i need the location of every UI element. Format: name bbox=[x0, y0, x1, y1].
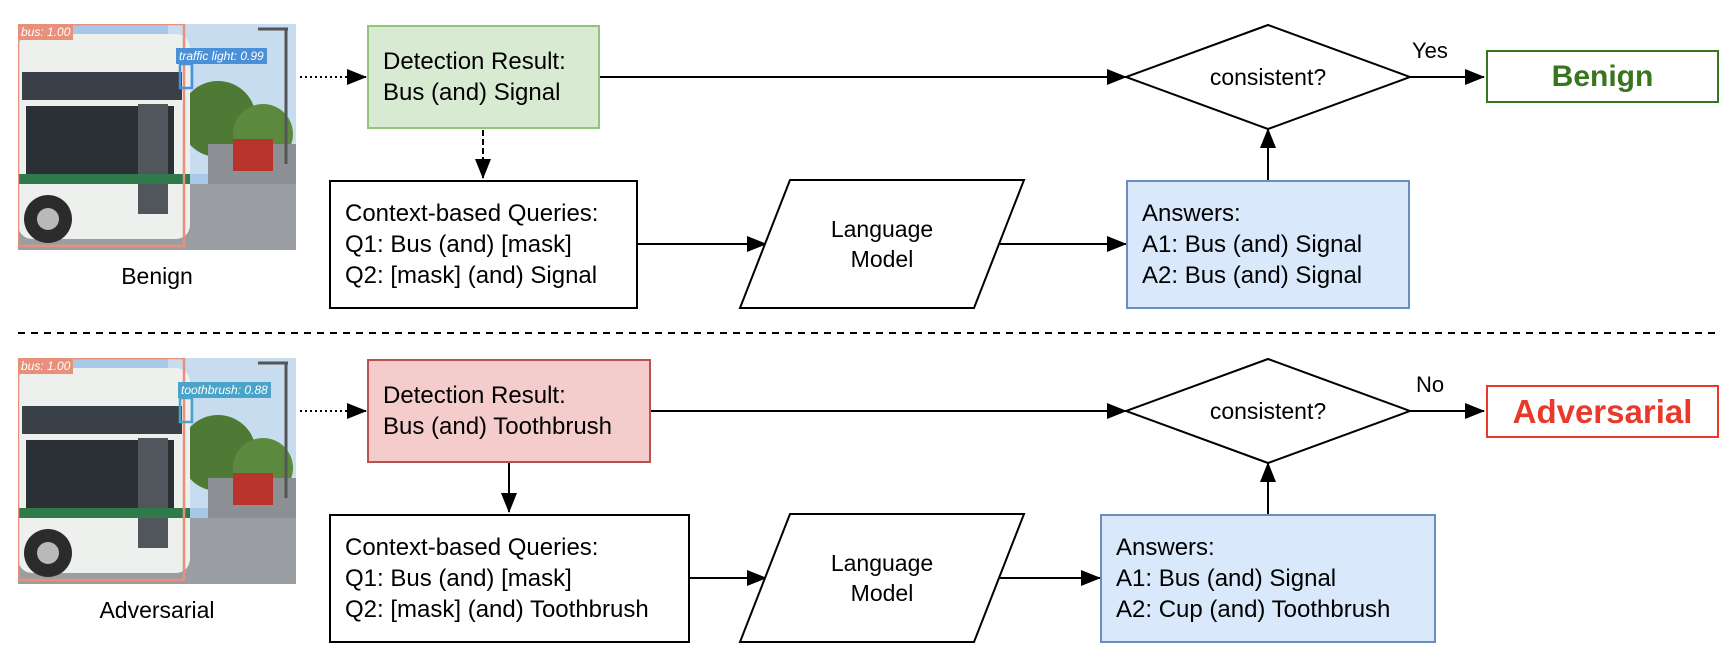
adversarial-queries-title: Context-based Queries: bbox=[345, 534, 599, 561]
benign-answers-box: Answers: A1: Bus (and) Signal A2: Bus (a… bbox=[1126, 180, 1410, 309]
benign-bus-photo: bus: 1.00 traffic light: 0.99 bbox=[18, 24, 296, 250]
benign-answers-title: Answers: bbox=[1142, 200, 1241, 227]
adversarial-answers-title: Answers: bbox=[1116, 534, 1215, 561]
benign-queries-title: Context-based Queries: bbox=[345, 200, 599, 227]
benign-language-model-label: Language Model bbox=[782, 214, 982, 274]
benign-query-2: Q2: [mask] (and) Signal bbox=[345, 262, 598, 289]
benign-detection-text: Bus (and) Signal bbox=[383, 79, 561, 106]
adversarial-object-detection-tag: toothbrush: 0.88 bbox=[178, 382, 271, 398]
adversarial-detection-result-box: Detection Result: Bus (and) Toothbrush bbox=[367, 359, 651, 463]
adversarial-language-model-shape bbox=[738, 513, 1026, 643]
adversarial-bus-photo: bus: 1.00 toothbrush: 0.88 bbox=[18, 358, 296, 584]
adversarial-language-model-label: Language Model bbox=[782, 548, 982, 608]
adversarial-decision-label: consistent? bbox=[1209, 398, 1327, 424]
adversarial-answer-1: A1: Bus (and) Signal bbox=[1116, 565, 1337, 592]
benign-answer-1: A1: Bus (and) Signal bbox=[1142, 231, 1363, 258]
benign-query-1: Q1: Bus (and) [mask] bbox=[345, 231, 572, 258]
adversarial-image-caption: Adversarial bbox=[99, 597, 215, 623]
adversarial-detection-title: Detection Result: bbox=[383, 382, 566, 409]
adversarial-answer-2: A2: Cup (and) Toothbrush bbox=[1116, 596, 1391, 623]
benign-queries-box: Context-based Queries: Q1: Bus (and) [ma… bbox=[329, 180, 638, 309]
adversarial-result-box: Adversarial bbox=[1486, 385, 1719, 438]
benign-image-caption: Benign bbox=[121, 263, 193, 289]
benign-lm-line2: Model bbox=[850, 246, 914, 272]
adversarial-lm-line2: Model bbox=[850, 580, 914, 606]
adversarial-queries-box: Context-based Queries: Q1: Bus (and) [ma… bbox=[329, 514, 690, 643]
adversarial-query-1: Q1: Bus (and) [mask] bbox=[345, 565, 572, 592]
benign-yes-label: Yes bbox=[1412, 38, 1448, 63]
adversarial-answers-box: Answers: A1: Bus (and) Signal A2: Cup (a… bbox=[1100, 514, 1436, 643]
benign-result-box: Benign bbox=[1486, 50, 1719, 103]
benign-object-detection-tag: traffic light: 0.99 bbox=[176, 48, 267, 64]
benign-answer-2: A2: Bus (and) Signal bbox=[1142, 262, 1363, 289]
benign-bus-detection-tag: bus: 1.00 bbox=[18, 24, 74, 40]
benign-detection-title: Detection Result: bbox=[383, 48, 566, 75]
benign-decision-diamond bbox=[1123, 23, 1413, 131]
benign-language-model-shape bbox=[738, 179, 1026, 309]
benign-lm-line1: Language bbox=[830, 216, 934, 242]
adversarial-query-2: Q2: [mask] (and) Toothbrush bbox=[345, 596, 649, 623]
benign-decision-label: consistent? bbox=[1209, 64, 1327, 90]
adversarial-no-label: No bbox=[1416, 372, 1445, 397]
adversarial-bus-detection-tag: bus: 1.00 bbox=[18, 358, 74, 374]
adversarial-decision-diamond bbox=[1123, 357, 1413, 465]
benign-detection-result-box: Detection Result: Bus (and) Signal bbox=[367, 25, 600, 129]
adversarial-lm-line1: Language bbox=[830, 550, 934, 576]
adversarial-detection-text: Bus (and) Toothbrush bbox=[383, 413, 613, 440]
